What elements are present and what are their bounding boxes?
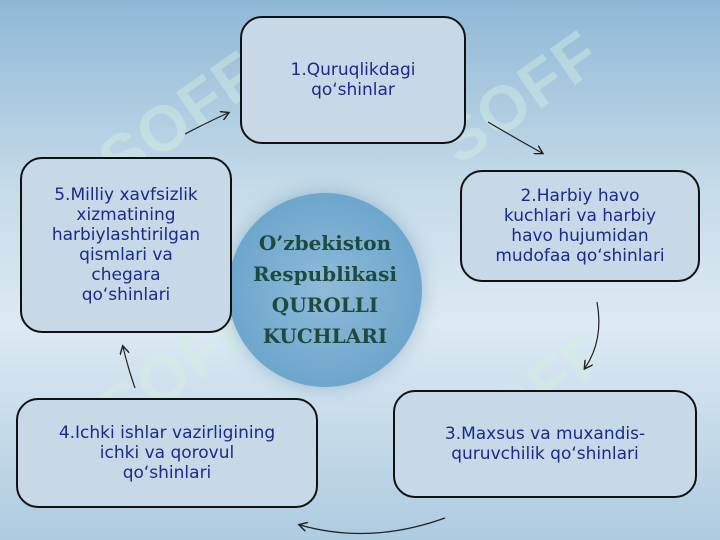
center-circle: O’zbekiston Respublikasi QUROLLI KUCHLAR… — [228, 193, 422, 387]
box-4-interior-troops: 4.Ichki ishlar vazirligining ichki va qo… — [16, 398, 318, 508]
arrow-3-to-4 — [300, 517, 446, 535]
box-5-security-service: 5.Milliy xavfsizlik xizmatining harbiyla… — [20, 157, 232, 333]
arrow-4-to-5 — [123, 347, 136, 389]
arrow-2-to-3 — [585, 301, 600, 368]
center-title: O’zbekiston Respublikasi QUROLLI KUCHLAR… — [253, 231, 397, 348]
arrow-5-to-1 — [184, 113, 228, 135]
box-2-air-forces: 2.Harbiy havo kuchlari va harbiy havo hu… — [460, 170, 700, 282]
box-3-special-forces: 3.Maxsus va muxandis- quruvchilik qo‘shi… — [393, 390, 697, 498]
box-1-ground-forces: 1.Quruqlikdagi qo‘shinlar — [240, 16, 466, 144]
box-3-label: 3.Maxsus va muxandis- quruvchilik qo‘shi… — [444, 424, 646, 464]
arrow-1-to-2 — [487, 121, 542, 153]
box-2-label: 2.Harbiy havo kuchlari va harbiy havo hu… — [495, 186, 665, 266]
box-4-label: 4.Ichki ishlar vazirligining ichki va qo… — [58, 423, 276, 483]
box-1-label: 1.Quruqlikdagi qo‘shinlar — [290, 60, 416, 100]
box-5-label: 5.Milliy xavfsizlik xizmatining harbiyla… — [51, 185, 201, 305]
